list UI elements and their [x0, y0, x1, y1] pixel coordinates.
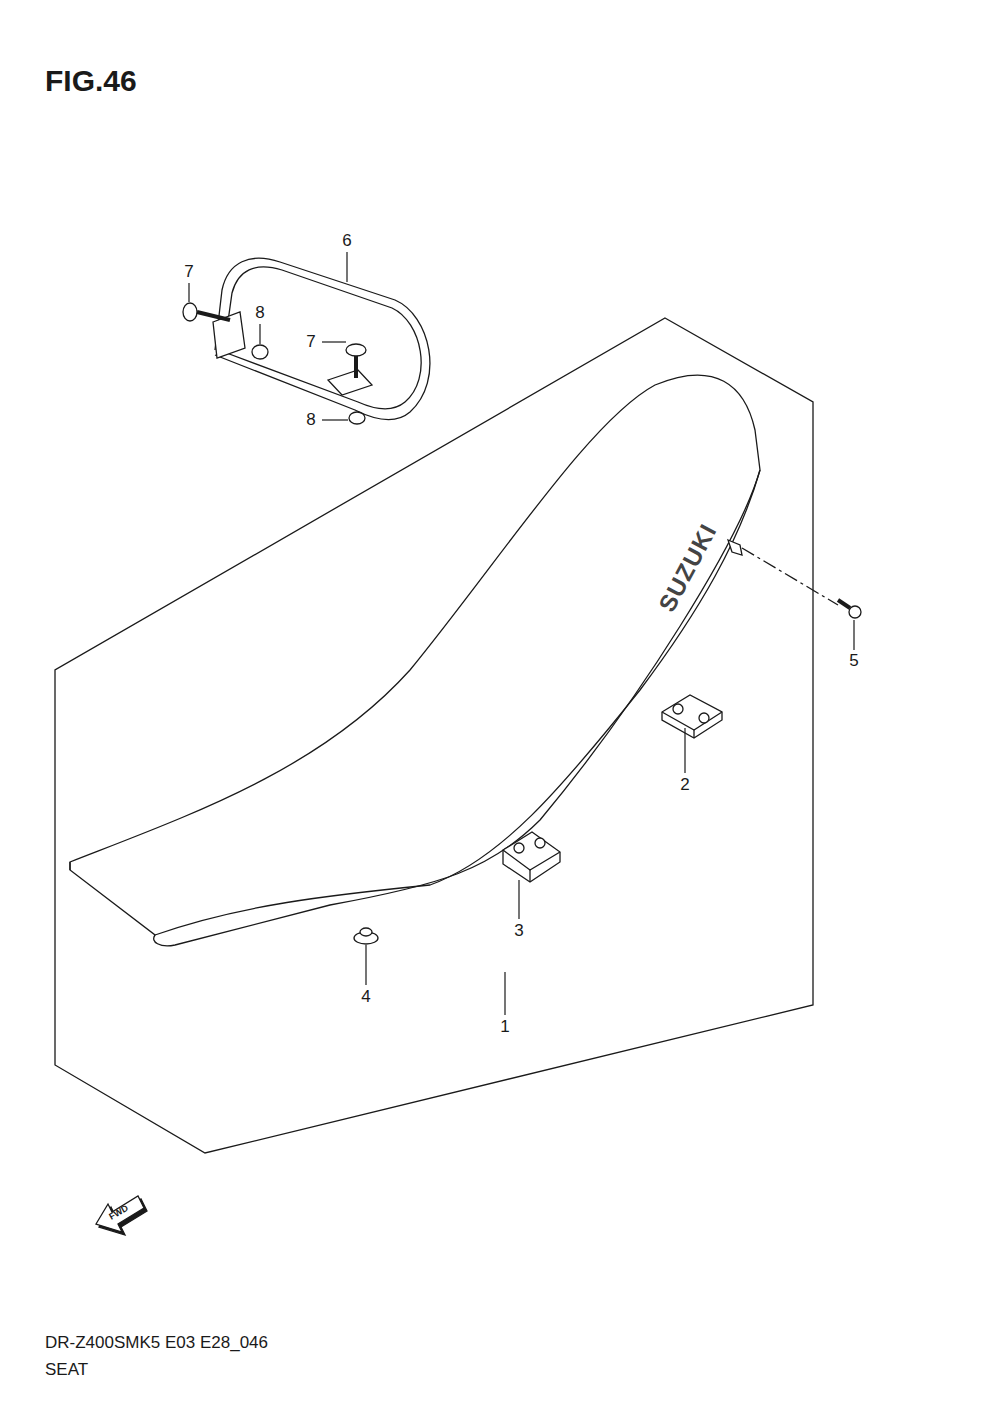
drawing-code: DR-Z400SMK5 E03 E28_046 — [45, 1334, 268, 1353]
callout-number: 6 — [342, 232, 351, 251]
grommet-4 — [354, 928, 378, 944]
callout-number: 8 — [306, 411, 315, 430]
bolt-5 — [838, 600, 861, 618]
callout-number: 8 — [255, 304, 264, 323]
callout-number: 7 — [184, 263, 193, 282]
callout-number: 4 — [361, 988, 370, 1007]
strap-6 — [213, 258, 430, 420]
callout-number: 2 — [680, 776, 689, 795]
cushion-2 — [662, 695, 722, 738]
callout-number: 5 — [849, 652, 858, 671]
assembly-outline — [55, 318, 813, 1153]
seat-edge — [155, 470, 760, 935]
seat-mount — [728, 540, 742, 555]
section-name: SEAT — [45, 1361, 88, 1380]
callout-number: 7 — [306, 333, 315, 352]
callout-number: 1 — [500, 1018, 509, 1037]
cushion-3 — [503, 832, 560, 882]
callout-number: 3 — [514, 922, 523, 941]
seat-edge — [69, 862, 70, 870]
leader-line — [189, 252, 854, 1015]
seat-body — [70, 375, 760, 946]
fwd-arrow — [96, 1196, 147, 1235]
figure-title: FIG.46 — [45, 64, 137, 97]
center-line — [742, 548, 838, 605]
bolt-7 — [183, 303, 366, 378]
